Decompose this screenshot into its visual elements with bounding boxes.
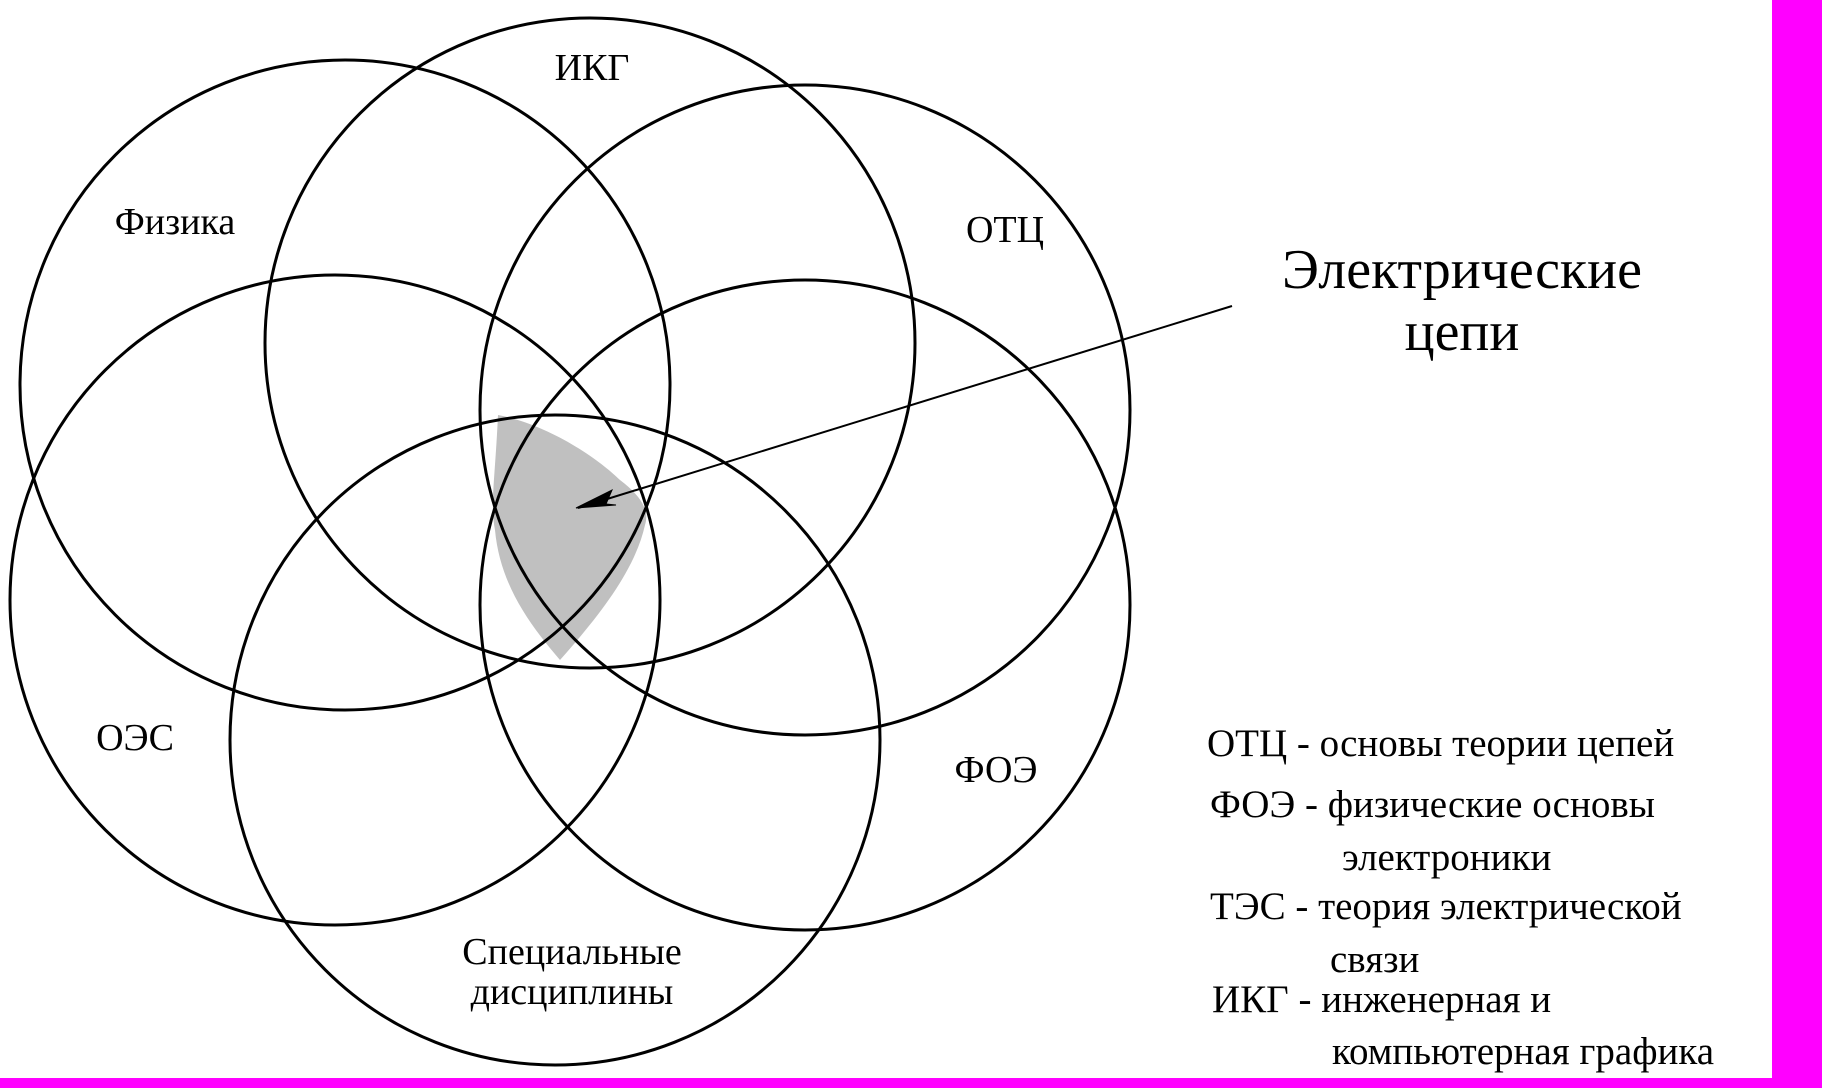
- label-foe: ФОЭ: [954, 749, 1038, 791]
- legend-otc-text: - основы теории цепей: [1296, 722, 1675, 765]
- highlight-region-electric-circuits: [492, 415, 647, 660]
- legend-row-foe: ФОЭ - физические основы: [1210, 785, 1655, 824]
- circle-foe: [478, 278, 1132, 932]
- circle-special: [228, 413, 882, 1067]
- circle-otc: [478, 83, 1132, 737]
- legend-tes-abbr: ТЭС: [1210, 885, 1286, 928]
- legend-row-tes: ТЭС - теория электрической: [1210, 887, 1682, 926]
- arrowhead: [575, 488, 617, 509]
- legend-tes-text: - теория электрической: [1295, 885, 1682, 928]
- legend-row-ikg: ИКГ - инженерная и: [1212, 980, 1551, 1019]
- legend-foe-text-cont: электроники: [1342, 836, 1552, 879]
- arrow-line: [577, 305, 1233, 509]
- legend-ikg-abbr: ИКГ: [1212, 978, 1289, 1021]
- legend-tes-text-cont: связи: [1330, 938, 1420, 981]
- label-ikg: ИКГ: [554, 47, 630, 89]
- label-oes: ОЭС: [96, 717, 174, 759]
- magenta-border-right: [1772, 0, 1822, 1088]
- legend-ikg-text: - инженерная и: [1298, 978, 1552, 1021]
- magenta-border-bottom: [0, 1078, 1822, 1088]
- legend-foe-abbr: ФОЭ: [1210, 783, 1296, 826]
- legend-row-otc: ОТЦ - основы теории цепей: [1207, 724, 1674, 763]
- legend-row-ikg-cont: компьютерная графика: [1332, 1032, 1714, 1071]
- label-special-line2: дисциплины: [470, 971, 674, 1013]
- legend-foe-text: - физические основы: [1304, 783, 1655, 826]
- label-physics: Физика: [114, 201, 236, 243]
- circle-oes: [8, 273, 662, 927]
- legend-row-tes-cont: связи: [1330, 940, 1419, 979]
- circle-physics: [18, 58, 672, 712]
- legend-otc-abbr: ОТЦ: [1207, 722, 1288, 765]
- circle-ikg: [263, 16, 917, 670]
- label-special-line1: Специальные: [462, 931, 682, 974]
- electric-circuits-line2: цепи: [1404, 300, 1520, 363]
- label-otc: ОТЦ: [965, 209, 1045, 251]
- legend-ikg-text-cont: компьютерная графика: [1332, 1030, 1715, 1073]
- electric-circuits-label: Электрические цепи: [1202, 239, 1722, 363]
- electric-circuits-line1: Электрические: [1282, 239, 1642, 301]
- label-special-disciplines: Специальные дисциплины: [462, 931, 682, 1013]
- legend-row-foe-cont: электроники: [1342, 838, 1551, 877]
